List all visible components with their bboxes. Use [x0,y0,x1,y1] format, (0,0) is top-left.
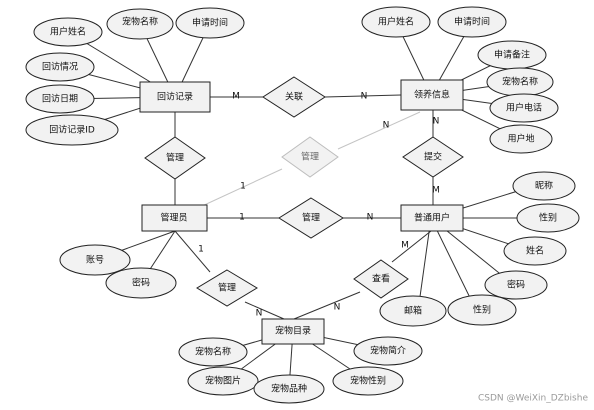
attribute-admin-account: 账号 [59,244,131,276]
attribute-adopt-note: 申请备注 [477,40,547,70]
attribute-user-email: 邮箱 [379,295,447,327]
attribute-adopt-apply-time: 申请时间 [437,6,507,38]
attribute-user-sex: 性别 [447,294,517,326]
attribute-user-nickname: 昵称 [512,171,576,201]
cardinality-labels: M N 1 N N M 1 N 1 N M N [198,92,440,319]
attribute-visit-date: 回访日期 [25,84,95,114]
attribute-pet-name: 宠物名称 [178,337,248,367]
attribute-label: 用户姓名 [50,26,86,38]
cardinality-admin-adoption-adoption: N [383,121,390,131]
attribute-label: 密码 [507,279,525,291]
relationship-label: 管理 [302,212,320,224]
attribute-label: 用户地 [507,133,534,145]
relationship-submit[interactable]: 提交 [402,136,464,178]
attribute-label: 性别 [473,304,491,316]
attribute-label: 宠物名称 [122,16,158,28]
entity-label: 普通用户 [414,212,450,224]
relationship-link[interactable]: 关联 [262,76,326,118]
attribute-pet-photo: 宠物图片 [187,366,259,396]
attribute-adopt-pet-name: 宠物名称 [486,67,554,97]
attribute-user-password: 密码 [484,270,548,300]
relationship-manage-adoption[interactable]: 管理 [281,136,339,178]
relationship-label: 管理 [218,282,236,294]
cardinality-admin-catalog-admin: 1 [198,245,204,255]
attribute-label: 密码 [132,277,150,289]
attribute-label: 用户姓名 [378,16,414,28]
attribute-label: 回访情况 [42,61,78,73]
attribute-label: 邮箱 [404,305,422,317]
attribute-adopt-phone: 用户电话 [489,93,559,123]
entity-label: 宠物目录 [275,325,311,337]
entity-admin[interactable]: 管理员 [141,204,208,232]
entity-user[interactable]: 普通用户 [400,204,464,232]
attribute-label: 宠物名称 [502,76,538,88]
attribute-admin-password: 密码 [105,267,177,299]
attribute-label: 宠物品种 [271,383,307,395]
watermark: CSDN @WeiXin_DZbishe [478,394,589,404]
entity-label: 管理员 [160,212,187,224]
cardinality-admin-user-user: N [367,213,374,223]
entity-adoption-info[interactable]: 领养信息 [400,79,464,111]
relationship-manage-catalog[interactable]: 管理 [196,269,258,307]
attribute-label: 宠物性别 [350,375,386,387]
cardinality-link-adoption: N [361,92,368,102]
attribute-pet-intro: 宠物简介 [353,336,423,366]
relationship-view[interactable]: 查看 [353,259,409,299]
cardinality-link-visit: M [232,92,240,102]
attribute-pet-gender: 宠物性别 [332,366,404,396]
cardinality-admin-catalog-catalog: N [256,309,263,319]
cardinality-submit-user: M [432,186,440,196]
relationship-label: 管理 [166,152,184,164]
cardinality-admin-user-admin: 1 [239,213,245,223]
attribute-user-name: 姓名 [503,236,567,266]
attribute-label: 性别 [539,212,557,224]
attribute-label: 昵称 [535,180,553,192]
attribute-label: 宠物名称 [195,346,231,358]
attribute-visit-pet-name: 宠物名称 [106,8,174,40]
cardinality-admin-adoption-admin: 1 [240,182,246,192]
cardinality-view-user: M [401,241,409,251]
entity-label: 回访记录 [157,92,193,103]
attribute-user-gender: 性别 [516,203,580,233]
attribute-label: 用户电话 [506,102,542,114]
attribute-visit-id: 回访记录ID [25,114,119,146]
relationship-label: 关联 [285,91,303,103]
cardinality-submit-adoption: N [433,117,440,127]
attribute-label: 申请时间 [192,17,228,29]
attribute-adopt-address: 用户地 [489,124,553,154]
relationship-label: 查看 [372,273,390,285]
attribute-label: 姓名 [526,245,544,257]
attribute-pet-breed: 宠物品种 [253,374,325,404]
relationship-manage-user[interactable]: 管理 [278,197,344,239]
attribute-label: 宠物图片 [205,375,241,387]
attribute-label: 申请备注 [494,49,530,61]
entity-pet-catalog[interactable]: 宠物目录 [261,318,325,345]
attribute-label: 回访记录ID [49,125,95,136]
cardinality-view-catalog: N [334,303,341,313]
attribute-label: 申请时间 [454,16,490,28]
entity-label: 领养信息 [414,89,450,101]
relationship-label: 管理 [301,151,319,163]
relationship-label: 提交 [424,151,442,163]
attribute-adopt-user-name: 用户姓名 [361,6,431,38]
attribute-visit-user-name: 用户姓名 [33,17,103,47]
relationship-manage-record[interactable]: 管理 [144,136,206,180]
attribute-label: 宠物简介 [370,345,406,357]
attribute-visit-status: 回访情况 [25,52,95,82]
entity-visit-record[interactable]: 回访记录 [139,81,211,113]
attribute-label: 账号 [86,255,104,266]
attribute-label: 回访日期 [42,94,78,105]
attribute-visit-apply-time: 申请时间 [175,7,245,39]
